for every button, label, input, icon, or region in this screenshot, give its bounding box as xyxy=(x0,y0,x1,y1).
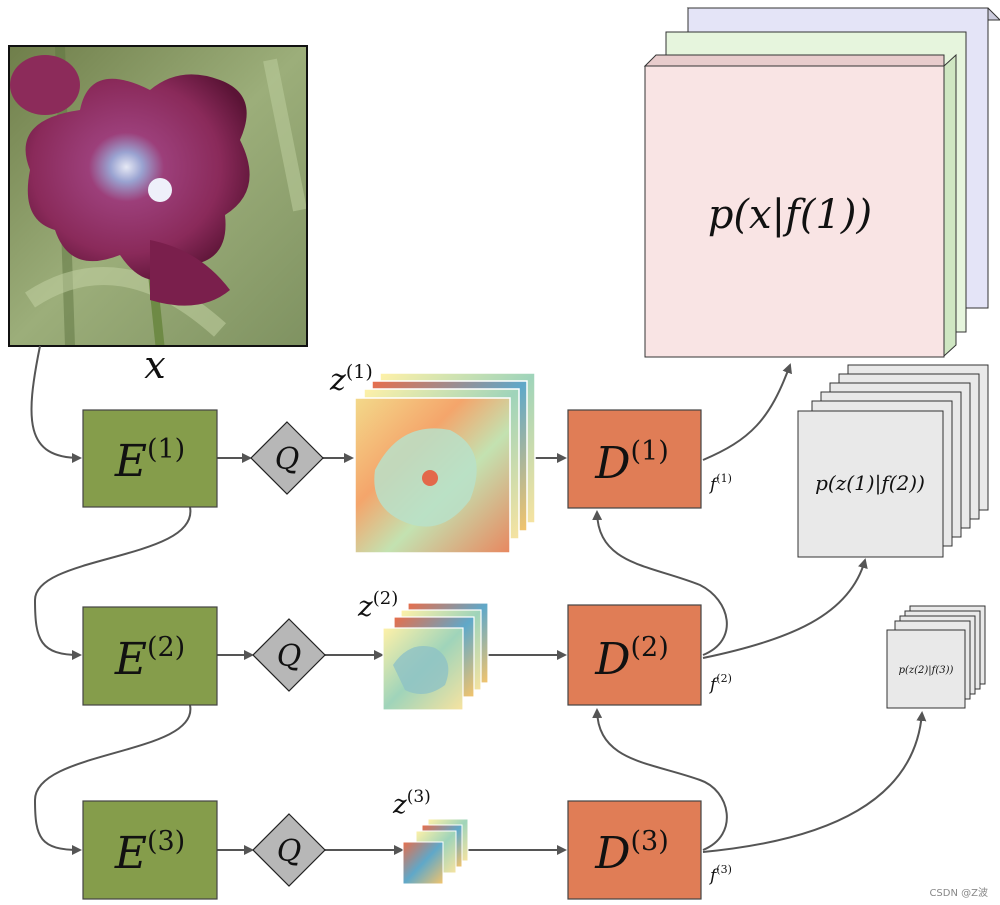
svg-text:D(2): D(2) xyxy=(594,632,669,685)
arrow-d3-to-out3 xyxy=(702,711,927,853)
encoder-1: E(1) xyxy=(82,409,218,508)
svg-text:f(3): f(3) xyxy=(708,863,732,886)
latent-stack-3 xyxy=(402,818,469,885)
encoder-2-sup: (2) xyxy=(147,632,185,663)
arrow-d2-to-d1 xyxy=(592,510,728,656)
svg-text:D(1): D(1) xyxy=(594,436,669,489)
quantizer-3: Q xyxy=(252,813,326,887)
decoder-3-sup: (3) xyxy=(631,826,669,857)
svg-text:E(1): E(1) xyxy=(114,434,185,487)
output-1-label: p(x|f(1)) xyxy=(708,192,872,238)
feature-2-sup: (2) xyxy=(716,672,732,685)
latent-3-base: z xyxy=(392,790,407,820)
arrow-e2-to-e3 xyxy=(33,704,192,855)
arrow-x-to-e1 xyxy=(30,345,82,463)
svg-text:z(2): z(2) xyxy=(357,588,398,623)
connections xyxy=(30,345,927,855)
decoder-2-base: D xyxy=(594,634,630,685)
decoder-2-sup: (2) xyxy=(631,632,669,663)
quantizer-3-label: Q xyxy=(277,834,302,869)
decoder-1-sup: (1) xyxy=(631,436,669,467)
arrow-d2-to-out2 xyxy=(702,558,868,659)
encoder-3-sup: (3) xyxy=(147,826,185,857)
input-image xyxy=(8,45,308,347)
latent-2-sup: (2) xyxy=(373,588,399,609)
svg-text:z(3): z(3) xyxy=(392,787,431,820)
encoder-3-base: E xyxy=(114,828,147,879)
feature-1-base: f xyxy=(708,475,719,495)
quantizer-1-label: Q xyxy=(275,442,300,477)
output-stack-2: p(z(1)|f(2)) xyxy=(797,364,989,558)
arrow-d3-to-d2 xyxy=(592,708,728,851)
feature-1-sup: (1) xyxy=(716,472,732,485)
decoder-3-base: D xyxy=(594,828,630,879)
svg-text:E(2): E(2) xyxy=(114,632,185,685)
feature-3-sup: (3) xyxy=(716,863,732,876)
decoder-1-base: D xyxy=(594,438,630,489)
watermark: CSDN @Z波 xyxy=(929,886,988,899)
latent-1-base: z xyxy=(329,363,346,398)
svg-text:z(1): z(1) xyxy=(329,361,373,398)
latent-stack-2 xyxy=(382,602,489,711)
encoder-3: E(3) xyxy=(82,800,218,900)
encoder-2-base: E xyxy=(114,634,147,685)
decoder-1: D(1) xyxy=(567,409,702,509)
svg-text:E(3): E(3) xyxy=(114,826,185,879)
output-2-label: p(z(1)|f(2)) xyxy=(815,471,925,496)
output-stack-1: p(x|f(1)) xyxy=(643,7,1000,358)
latent-2-base: z xyxy=(357,590,373,623)
latent-3-sup: (3) xyxy=(407,787,431,807)
decoder-2: D(2) xyxy=(567,604,702,706)
feature-2-base: f xyxy=(708,675,719,695)
arrow-d1-to-out1 xyxy=(702,363,792,461)
arrow-e1-to-e2 xyxy=(33,506,192,660)
output-3-front xyxy=(886,629,966,709)
quantizer-1: Q xyxy=(250,421,324,495)
output-2-front xyxy=(797,410,944,558)
encoder-1-base: E xyxy=(114,436,147,487)
svg-text:D(3): D(3) xyxy=(594,826,669,879)
latent-1-sup: (1) xyxy=(346,361,373,383)
latent-stack-1 xyxy=(354,372,536,554)
quantizer-2: Q xyxy=(252,618,326,692)
decoder-3: D(3) xyxy=(567,800,702,900)
output-3-label: p(z(2)|f(3)) xyxy=(899,665,954,676)
input-label: x xyxy=(144,343,165,387)
quantizer-2-label: Q xyxy=(277,639,302,674)
svg-text:f(1): f(1) xyxy=(708,472,732,495)
output-stack-3: p(z(2)|f(3)) xyxy=(886,605,986,709)
encoder-2: E(2) xyxy=(82,606,218,706)
encoder-1-sup: (1) xyxy=(147,434,185,465)
svg-text:f(2): f(2) xyxy=(708,672,732,695)
output-1-layer-1 xyxy=(644,65,945,358)
feature-3-base: f xyxy=(708,866,719,886)
